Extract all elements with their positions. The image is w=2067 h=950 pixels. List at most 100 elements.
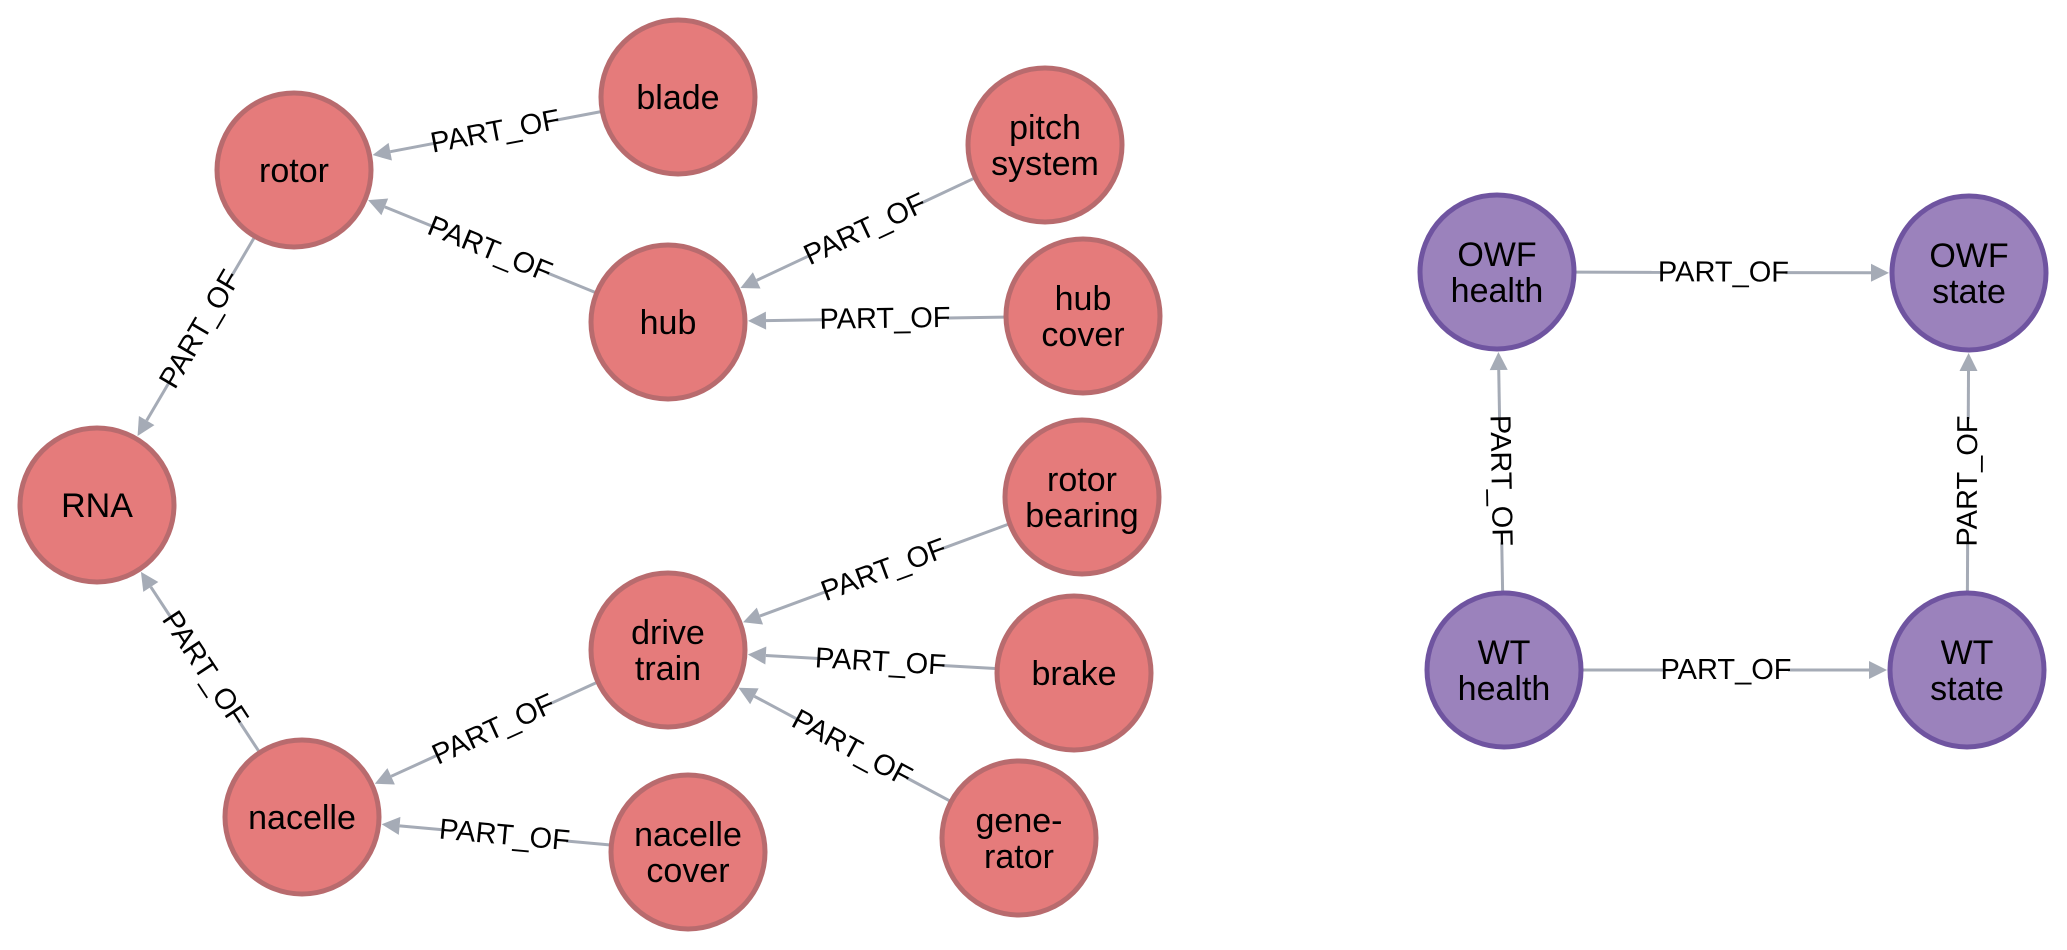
edge-line <box>920 177 975 205</box>
node-circle[interactable] <box>17 425 177 585</box>
arrowhead-icon <box>137 415 155 437</box>
edge-label: PART_OF <box>428 104 563 160</box>
node-circle[interactable] <box>994 593 1154 753</box>
edge-generator-to-drive-train[interactable]: PART_OF <box>738 687 951 803</box>
edge-drive-train-to-nacelle[interactable]: PART_OF <box>374 681 597 785</box>
edge-nacelle-to-rna[interactable]: PART_OF <box>140 571 260 752</box>
node-circle[interactable] <box>1424 590 1584 750</box>
node-circle[interactable] <box>1889 193 2049 353</box>
edge-label: PART_OF <box>423 210 556 289</box>
edge-wt-health-to-owf-health[interactable]: PART_OF <box>1484 351 1518 592</box>
node-circle[interactable] <box>1003 236 1163 396</box>
edge-label: PART_OF <box>799 187 931 272</box>
arrowhead-icon <box>1959 352 1978 372</box>
node-circle[interactable] <box>939 758 1099 918</box>
edge-line <box>389 141 435 154</box>
edge-line <box>390 753 438 778</box>
edge-line <box>942 664 996 671</box>
edge-label: PART_OF <box>814 642 947 681</box>
edge-label: PART_OF <box>1484 415 1518 547</box>
arrowhead-icon <box>140 571 159 592</box>
edge-rotor-to-rna[interactable]: PART_OF <box>137 237 256 437</box>
edge-line <box>756 254 810 282</box>
edge-pitch-system-to-hub[interactable]: PART_OF <box>740 177 975 289</box>
edge-line <box>765 318 824 323</box>
node-rna[interactable]: RNA <box>17 425 177 585</box>
arrowhead-icon <box>740 272 761 289</box>
node-circle[interactable] <box>1887 590 2047 750</box>
edge-rotor-bearing-to-drive-train[interactable]: PART_OF <box>743 522 1009 625</box>
arrowhead-icon <box>368 198 389 216</box>
arrowhead-icon <box>747 646 767 665</box>
arrowhead-icon <box>381 816 401 835</box>
edge-line <box>941 522 1009 551</box>
node-brake[interactable]: brake <box>994 593 1154 753</box>
edge-wt-state-to-owf-state[interactable]: PART_OF <box>1952 352 1985 592</box>
node-blade[interactable]: blade <box>598 17 758 177</box>
arrowhead-icon <box>1869 661 1887 679</box>
edge-label: PART_OF <box>1658 256 1789 288</box>
edge-label: PART_OF <box>427 688 560 772</box>
node-circle[interactable] <box>214 90 374 250</box>
edge-nacelle-cover-to-nacelle[interactable]: PART_OF <box>381 814 610 858</box>
node-nacelle[interactable]: nacelle <box>222 737 382 897</box>
node-circle[interactable] <box>1002 417 1162 577</box>
edge-line <box>549 681 597 706</box>
edge-line <box>759 590 827 618</box>
arrowhead-icon <box>1489 351 1508 371</box>
edge-line <box>1500 542 1505 592</box>
edge-line <box>399 824 443 832</box>
node-generator[interactable]: gene-rator <box>939 758 1099 918</box>
edge-line <box>384 205 433 228</box>
edge-line <box>555 110 601 122</box>
edge-hub-to-rotor[interactable]: PART_OF <box>368 198 596 294</box>
edge-blade-to-rotor[interactable]: PART_OF <box>372 104 601 161</box>
edge-line <box>566 839 610 847</box>
edge-line <box>946 315 1005 320</box>
edge-owf-health-to-owf-state[interactable]: PART_OF <box>1575 256 1890 289</box>
edge-label: PART_OF <box>155 605 254 732</box>
arrowhead-icon <box>747 311 767 330</box>
edge-line <box>546 271 596 294</box>
node-hub[interactable]: hub <box>588 242 748 402</box>
arrowhead-icon <box>372 142 392 161</box>
edge-line <box>905 776 951 803</box>
edge-label: PART_OF <box>817 532 951 607</box>
edge-label: PART_OF <box>1660 654 1791 686</box>
node-circle[interactable] <box>1417 192 1577 352</box>
edge-label: PART_OF <box>438 814 571 858</box>
edge-label: PART_OF <box>153 265 247 394</box>
arrowhead-icon <box>1870 263 1890 282</box>
arrowhead-icon <box>374 768 395 785</box>
arrowhead-icon <box>738 687 759 705</box>
edge-label: PART_OF <box>1952 415 1985 546</box>
node-circle[interactable] <box>965 65 1125 225</box>
edge-line <box>765 654 819 661</box>
edge-line <box>230 237 256 277</box>
edge-line <box>1497 369 1502 419</box>
edge-brake-to-drive-train[interactable]: PART_OF <box>747 642 996 682</box>
edge-label: PART_OF <box>787 703 918 793</box>
node-rotor[interactable]: rotor <box>214 90 374 250</box>
node-circle[interactable] <box>222 737 382 897</box>
edge-wt-health-to-wt-state[interactable]: PART_OF <box>1583 654 1887 686</box>
node-circle[interactable] <box>608 772 768 932</box>
edge-hub-cover-to-hub[interactable]: PART_OF <box>747 302 1005 336</box>
node-circle[interactable] <box>588 242 748 402</box>
edge-line <box>149 586 172 618</box>
node-circle[interactable] <box>588 570 748 730</box>
node-circle[interactable] <box>598 17 758 177</box>
edge-line <box>753 694 798 721</box>
edge-line <box>145 381 171 422</box>
